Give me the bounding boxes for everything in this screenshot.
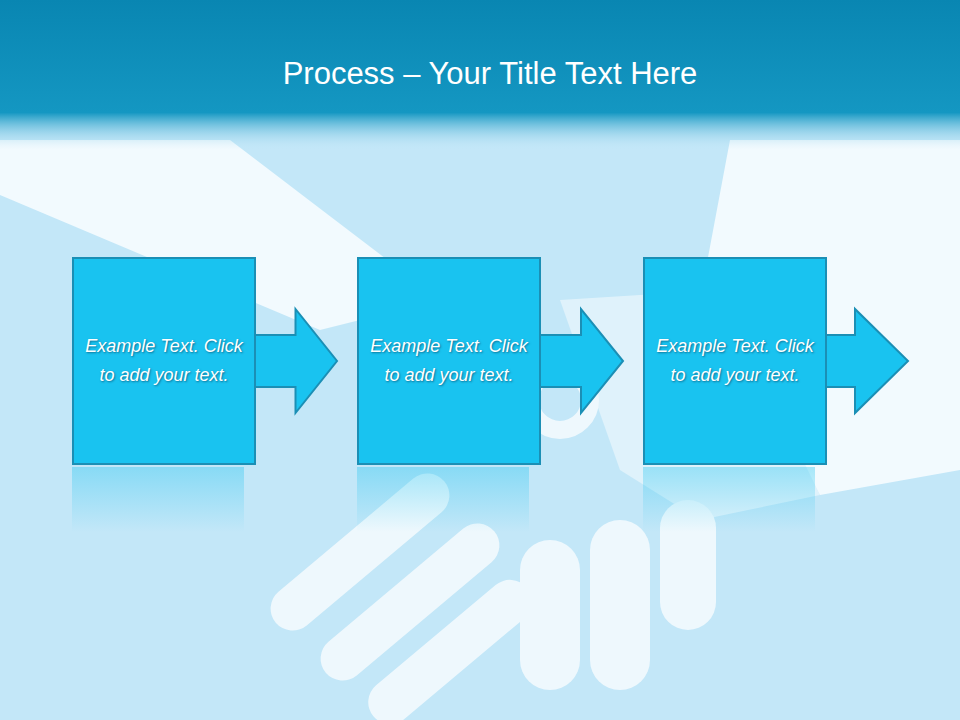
box-reflection bbox=[643, 467, 815, 532]
slide-title: Process – Your Title Text Here bbox=[20, 52, 960, 96]
block-arrow bbox=[254, 309, 337, 413]
block-arrow bbox=[539, 309, 623, 413]
box-text: Example Text. Click to add your text. bbox=[74, 332, 254, 390]
text-group: Example Text. Click to add your text. bbox=[645, 332, 825, 390]
process-box: Example Text. Click to add your text. bbox=[72, 257, 256, 465]
text-group: Example Text. Click to add your text. bbox=[359, 332, 539, 390]
box-text: Example Text. Click to add your text. bbox=[645, 332, 825, 390]
process-box: Example Text. Click to add your text. bbox=[643, 257, 827, 465]
process-box: Example Text. Click to add your text. bbox=[357, 257, 541, 465]
box-reflection bbox=[357, 467, 529, 532]
text-group: Example Text. Click to add your text. bbox=[74, 332, 254, 390]
final-arrow bbox=[813, 309, 908, 413]
box-reflection bbox=[72, 467, 244, 532]
box-text: Example Text. Click to add your text. bbox=[359, 332, 539, 390]
title-bar bbox=[0, 0, 960, 150]
